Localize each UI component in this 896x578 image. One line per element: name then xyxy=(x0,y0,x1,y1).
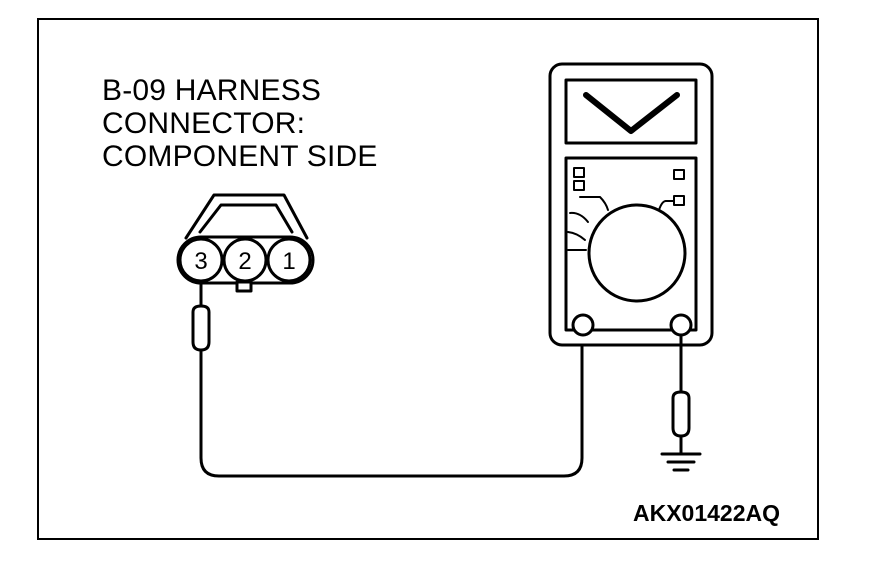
pin-1-circle xyxy=(266,237,312,283)
v-jack xyxy=(669,313,693,337)
connector-caption: B-09 HARNESS CONNECTOR: COMPONENT SIDE xyxy=(102,74,378,173)
pin-label-2: 2 xyxy=(238,248,251,275)
test-probe-icon xyxy=(191,279,211,360)
ground-symbol-icon xyxy=(660,452,702,472)
test-lead-wire xyxy=(199,333,584,478)
com-jack xyxy=(571,313,595,337)
pin-label-1: 1 xyxy=(282,248,295,275)
voltmeter-icon xyxy=(548,62,714,347)
caption-line-2: CONNECTOR: xyxy=(102,107,306,140)
figure-code: AKX01422AQ xyxy=(633,500,781,526)
pin-label-3: 3 xyxy=(194,248,207,275)
caption-line-1: B-09 HARNESS xyxy=(102,74,322,107)
ground-probe xyxy=(671,333,691,455)
caption-line-3: COMPONENT SIDE xyxy=(102,140,378,173)
harness-connector-icon xyxy=(176,193,315,293)
